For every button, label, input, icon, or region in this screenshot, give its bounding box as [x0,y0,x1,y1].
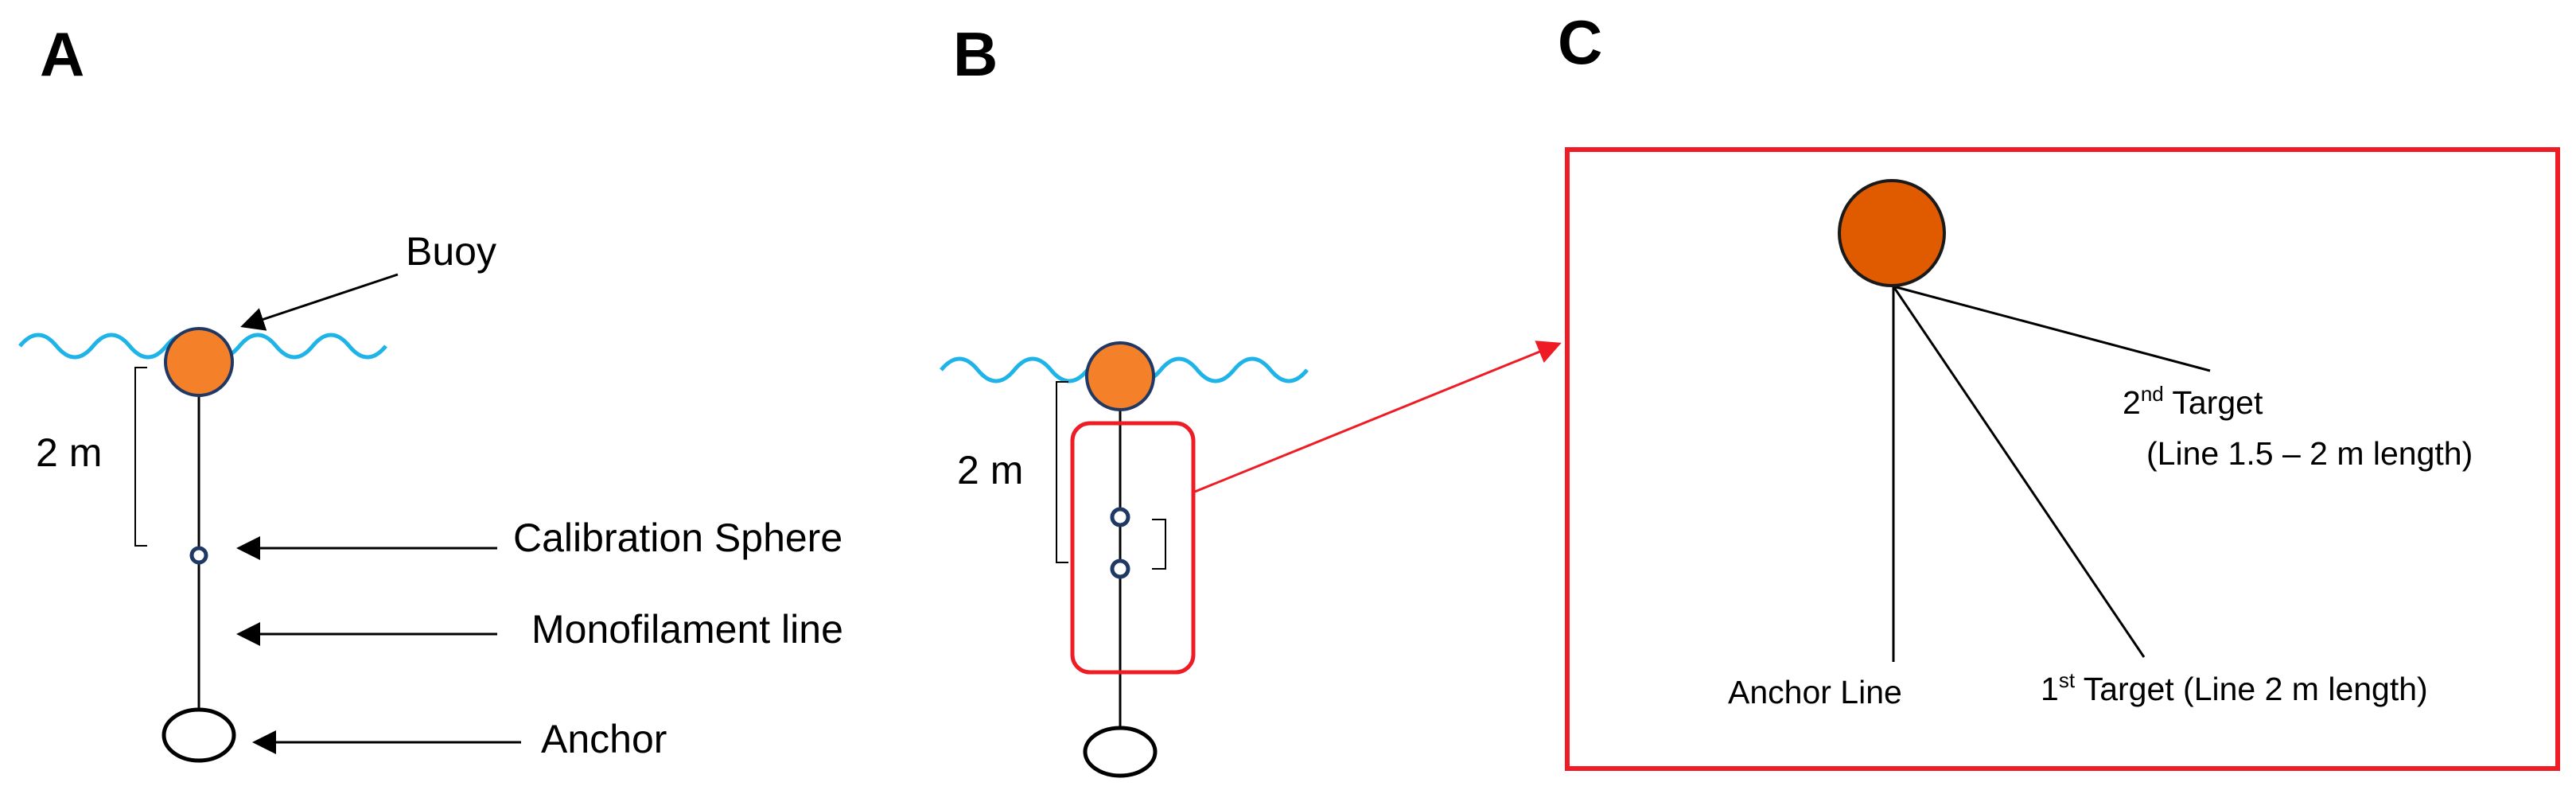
anchor-a [161,707,236,763]
buoy-b [1085,341,1155,411]
buoy-label: Buoy [406,229,496,274]
highlight-box-b [1070,421,1196,675]
anchor-b [1083,726,1158,778]
panel-b: B 2 m [940,19,1562,778]
panel-c-letter: C [1558,7,1602,77]
sphere-b-lower [1110,558,1130,579]
zoom-box-c [1565,147,2560,771]
target1-label: 1st Target (Line 2 m length) [2041,668,2428,707]
panel-a: A 2 m Buoy Calibration Sphere Monofilame… [18,19,843,763]
depth-bracket-b [1056,381,1068,563]
buoy-c [1838,179,1946,287]
depth-label-a: 2 m [36,430,102,475]
target1-line-c [1892,286,2146,658]
target2-label: 2nd Target [2123,382,2263,421]
sphere-b-upper [1110,507,1130,527]
buoy-a [164,327,234,397]
zoom-arrow [1194,341,1562,493]
panel-c: C Anchor Line 1st Target (Line 2 m lengt… [1558,7,2560,771]
sphere-spacing-bracket-b [1152,519,1166,570]
monofilament-line-label: Monofilament line [531,607,843,652]
panel-a-letter: A [40,19,84,89]
calibration-sphere-label: Calibration Sphere [513,516,842,560]
buoy-arrow [240,273,399,331]
calibration-sphere-a [189,546,208,565]
depth-label-b: 2 m [957,448,1023,492]
anchor-label: Anchor [541,717,667,761]
target2-length-label: (Line 1.5 – 2 m length) [2146,435,2473,472]
target2-line-c [1893,285,2211,372]
depth-bracket-a [134,367,147,547]
anchor-line-label: Anchor Line [1728,674,1902,710]
panel-b-letter: B [953,19,998,89]
